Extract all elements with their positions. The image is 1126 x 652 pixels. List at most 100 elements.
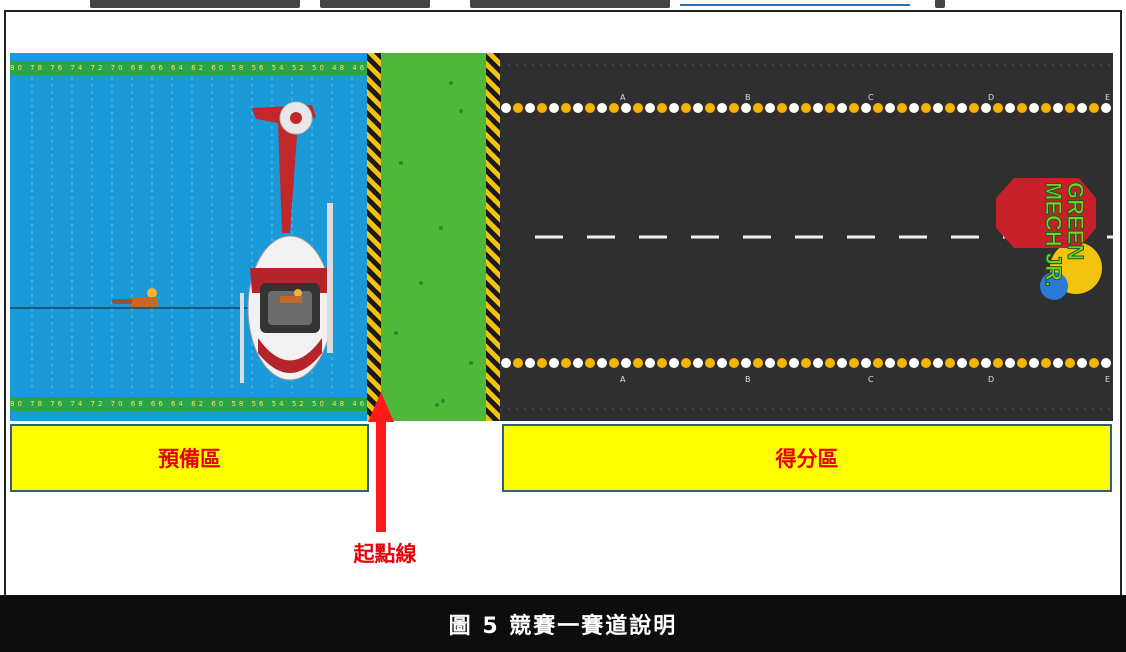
start-line-arrow [368, 392, 394, 532]
score-zone-label: 得分區 [502, 424, 1112, 492]
svg-text:MECH JR.: MECH JR. [1041, 182, 1066, 287]
lane-dot [765, 358, 775, 368]
lane-dot [549, 103, 559, 113]
start-line-label: 起點線 [353, 542, 417, 566]
lane-dot [897, 103, 907, 113]
lane-dot [945, 358, 955, 368]
lane-dot [1077, 103, 1087, 113]
lane-dot [621, 103, 631, 113]
lane-dot [597, 103, 607, 113]
lane-dot [813, 358, 823, 368]
lane-dot [681, 358, 691, 368]
lane-dot [909, 103, 919, 113]
lane-dot [873, 103, 883, 113]
lane-dot [1101, 358, 1111, 368]
water-zone: 80 78 76 74 72 70 68 66 64 62 60 58 56 5… [10, 53, 367, 421]
number-strip-bottom: 80 78 76 74 72 70 68 66 64 62 60 58 56 5… [10, 397, 367, 411]
lane-dot [981, 103, 991, 113]
lane-dot [1041, 103, 1051, 113]
lane-dot [981, 358, 991, 368]
lane-dot [561, 358, 571, 368]
lane-dot [909, 358, 919, 368]
lane-dot [705, 358, 715, 368]
lane-dot [525, 103, 535, 113]
lane-dot [645, 358, 655, 368]
lane-dot [1077, 358, 1087, 368]
lane-dot [789, 103, 799, 113]
start-line-stripe [367, 53, 381, 421]
lane-dot [801, 103, 811, 113]
lane-dot [573, 358, 583, 368]
road-zone: A B C D E A B C D E GREEN MECH JR. [500, 53, 1113, 421]
track-mat-photo: 80 78 76 74 72 70 68 66 64 62 60 58 56 5… [10, 53, 1113, 421]
lane-dot [717, 103, 727, 113]
lane-dot [585, 358, 595, 368]
lane-dot [789, 358, 799, 368]
lane-letter-c-bottom: C [868, 375, 874, 384]
lane-dot [921, 103, 931, 113]
lane-dot [753, 103, 763, 113]
lane-dot [825, 103, 835, 113]
lane-dot [957, 103, 967, 113]
lane-dot [1053, 358, 1063, 368]
lane-dot [837, 103, 847, 113]
lane-letter-a-bottom: A [620, 375, 626, 384]
lane-letter-c-top: C [868, 93, 874, 102]
prep-zone-label: 預備區 [10, 424, 369, 492]
lane-letter-e-bottom: E [1105, 375, 1111, 384]
lane-dot [813, 103, 823, 113]
lane-dot [801, 358, 811, 368]
lane-dot [1005, 103, 1015, 113]
lane-dot [657, 103, 667, 113]
lane-dot [969, 358, 979, 368]
lane-dot [597, 358, 607, 368]
lane-letter-b-top: B [745, 93, 751, 102]
lane-dot [849, 103, 859, 113]
lane-dot [1101, 103, 1111, 113]
lane-dot [741, 358, 751, 368]
lane-dot [717, 358, 727, 368]
lane-dot [885, 103, 895, 113]
lane-dot [525, 358, 535, 368]
lane-dot [669, 358, 679, 368]
lane-dot [849, 358, 859, 368]
lane-letter-d-bottom: D [988, 375, 995, 384]
lane-dot [765, 103, 775, 113]
lane-dot [621, 358, 631, 368]
green-mech-jr-logo: GREEN MECH JR. [996, 178, 1102, 300]
lane-dot [825, 358, 835, 368]
lane-letter-a-top: A [620, 93, 626, 102]
lane-dot [513, 358, 523, 368]
grass-speckles [394, 81, 473, 407]
lane-dot [705, 103, 715, 113]
lane-dot [585, 103, 595, 113]
lane-dot [513, 103, 523, 113]
lane-dot [861, 103, 871, 113]
scoring-line-stripe [486, 53, 500, 421]
lane-letter-d-top: D [988, 93, 995, 102]
lane-dot [657, 358, 667, 368]
lane-dot [837, 358, 847, 368]
lane-dot [921, 358, 931, 368]
lane-dot [537, 103, 547, 113]
lane-dot [777, 358, 787, 368]
svg-text:GREEN: GREEN [1063, 182, 1088, 260]
lane-dot [1029, 103, 1039, 113]
lane-dot [1041, 358, 1051, 368]
figure-frame [4, 10, 1122, 595]
number-strip-top: 80 78 76 74 72 70 68 66 64 62 60 58 56 5… [10, 61, 367, 75]
lane-dot [969, 103, 979, 113]
cropped-previous-text-line [0, 0, 1126, 8]
lane-dot [501, 358, 511, 368]
lane-dot [609, 358, 619, 368]
lane-dot [777, 103, 787, 113]
lane-dot [993, 358, 1003, 368]
lane-dot [561, 103, 571, 113]
lane-dot [645, 103, 655, 113]
lane-dot [945, 103, 955, 113]
lane-dot [549, 358, 559, 368]
water-grid-and-helicopter [10, 77, 353, 393]
lane-dot [885, 358, 895, 368]
lane-dot [1089, 103, 1099, 113]
lane-dot [753, 358, 763, 368]
